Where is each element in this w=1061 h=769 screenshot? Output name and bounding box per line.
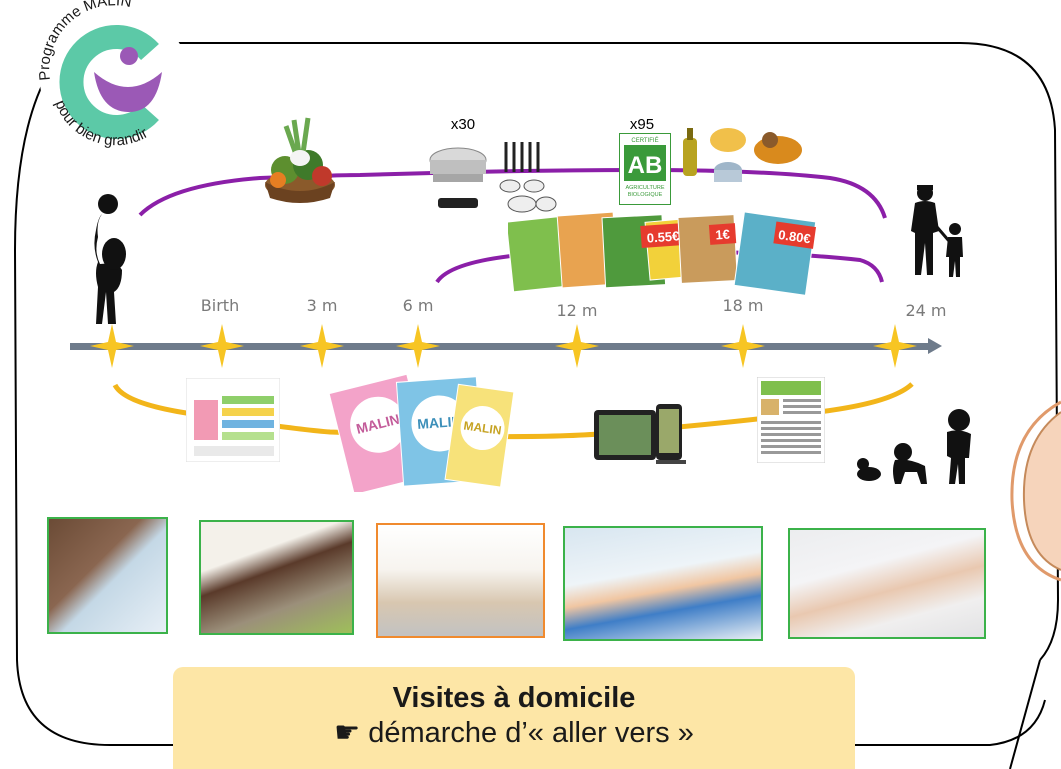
timeline-star-0 [90,324,134,368]
photo-babies-with-tablet [376,523,545,638]
organic-label-icon: CERTIFIÉ AB AGRICULTURE BIOLOGIQUE [619,133,671,205]
brochure-title-3: MALIN [463,418,503,437]
tick-label-3m: 3 m [306,296,338,315]
caption-subtitle-text: démarche d’« aller vers » [368,717,694,749]
timeline-star-2 [300,324,344,368]
cookware-multiplier: x30 [450,116,476,133]
tick-label-12m: 12 m [556,301,598,320]
crawling-to-walking-baby-silhouette-icon [857,409,971,484]
tick-label-24m: 24 m [905,301,947,320]
photo-sleeping-baby [788,528,986,639]
programme-malin-logo: Programme MALIN pour bien grandir [36,0,190,152]
coupon-price-2: 1€ [715,227,730,243]
caption-box: Visites à domicile ☛ démarche d’« aller … [173,667,855,769]
vegetable-basket-icon [265,117,335,203]
photo-smiling-baby [563,526,763,641]
grocery-icon [683,128,802,182]
tick-label-18m: 18 m [722,296,764,315]
timeline-star-1 [200,324,244,368]
adult-with-child-silhouette-icon [911,185,963,277]
timeline-star-5 [721,324,765,368]
photo-baby-eating-grapes [199,520,354,635]
tick-label-6m: 6 m [402,296,434,315]
tablet-phone-icon [594,404,686,464]
timeline-star-3 [396,324,440,368]
organic-badge-letters: AB [628,152,663,179]
tick-label-birth: Birth [200,296,240,315]
pregnant-woman-silhouette-icon [94,194,126,324]
newsletter-icon [757,377,825,463]
timeline-star-4 [555,324,599,368]
caption-title: Visites à domicile [392,682,636,714]
coupons-icon: 0.55€ 1€ 0.80€ [508,211,817,296]
brochure-icon: MALIN MALIN MALIN [328,373,514,492]
caption-subtitle: ☛ démarche d’« aller vers » [173,715,855,751]
coupon-price-3: 0.80€ [777,227,811,246]
photo-breastfeeding [47,517,168,634]
brochure-title-2: MALIN [417,413,462,432]
pointing-hand-icon: ☛ [334,717,361,749]
timeline-star-6 [873,324,917,368]
organic-multiplier: x95 [629,116,655,133]
coupon-price-1: 0.55€ [646,228,680,245]
organic-badge-top: CERTIFIÉ [631,137,658,144]
growth-chart-icon [186,378,280,462]
cookware-icon [429,142,557,213]
organic-badge-bottom: AGRICULTURE BIOLOGIQUE [625,185,665,198]
